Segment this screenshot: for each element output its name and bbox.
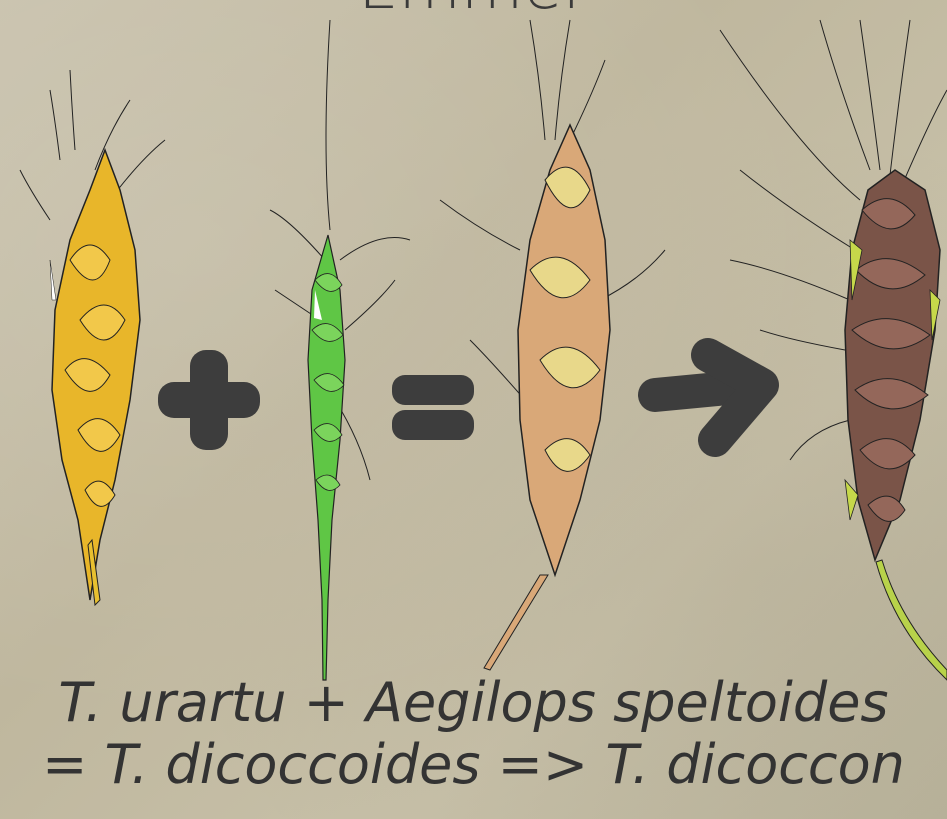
caption-line-2: = T. dicoccoides => T. dicoccon (0, 734, 947, 796)
plus-operator (158, 350, 260, 450)
equals-operator (392, 375, 474, 440)
caption-line-1: T. urartu + Aegilops speltoides (0, 672, 947, 734)
urartu-spike-illustration (20, 70, 165, 605)
dicoccon-spike-illustration (720, 20, 947, 680)
dicoccoides-spike-illustration (440, 20, 665, 670)
arrow-operator (655, 355, 762, 440)
speltoides-spike-illustration (270, 20, 410, 680)
